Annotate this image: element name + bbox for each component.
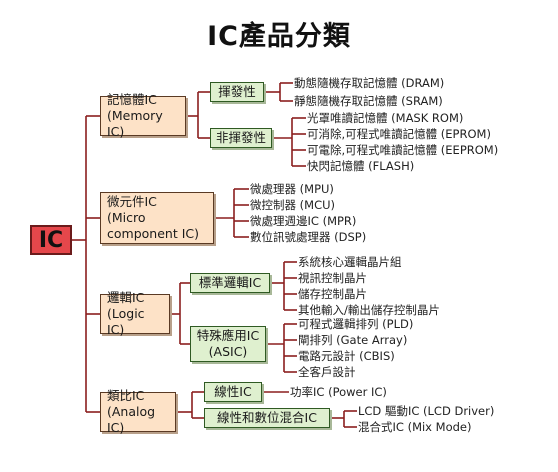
category-analog-ic: 類比IC (Analog IC): [100, 388, 176, 435]
category-logic-ic: 邏輯IC (Logic IC): [100, 290, 170, 337]
root-node-ic: IC: [30, 225, 72, 255]
leaf-mpr: 微處理週邊IC (MPR): [250, 214, 357, 228]
leaf-dsp: 數位訊號處理器 (DSP): [250, 230, 367, 244]
leaf-flash: 快閃記憶體 (FLASH): [307, 159, 415, 173]
sub-mixed-signal-ic: 線性和數位混合IC: [204, 408, 330, 428]
leaf-mcu: 微控制器 (MCU): [250, 198, 335, 212]
leaf-video-controller: 視訊控制晶片: [298, 271, 367, 285]
leaf-power-ic: 功率IC (Power IC): [290, 385, 387, 399]
leaf-mix-mode: 混合式IC (Mix Mode): [358, 420, 472, 434]
leaf-io-storage-controller: 其他輸入/輸出儲存控制晶片: [298, 303, 440, 317]
leaf-chipset: 系統核心邏輯晶片組: [298, 255, 402, 269]
category-micro-component-ic: 微元件IC (Micro component IC): [100, 192, 214, 244]
category-memory-ic: 記憶體IC (Memory IC): [100, 92, 186, 139]
sub-asic: 特殊應用IC (ASIC): [190, 326, 266, 362]
sub-volatile: 揮發性: [210, 82, 264, 102]
leaf-sram: 靜態隨機存取記憶體 (SRAM): [294, 94, 443, 108]
sub-linear-ic: 線性IC: [204, 382, 262, 402]
leaf-mask-rom: 光罩唯讀記憶體 (MASK ROM): [307, 111, 464, 125]
sub-non-volatile: 非揮發性: [210, 128, 272, 148]
leaf-pld: 可程式邏輯排列 (PLD): [298, 317, 414, 331]
leaf-lcd-driver: LCD 驅動IC (LCD Driver): [358, 404, 495, 418]
sub-standard-logic-ic: 標準邏輯IC: [190, 273, 270, 293]
leaf-storage-controller: 儲存控制晶片: [298, 287, 367, 301]
leaf-cbis: 電路元設計 (CBIS): [298, 349, 395, 363]
page-title: IC產品分類: [207, 21, 351, 52]
leaf-dram: 動態隨機存取記憶體 (DRAM): [294, 76, 445, 90]
leaf-gate-array: 閘排列 (Gate Array): [298, 333, 408, 347]
leaf-mpu: 微處理器 (MPU): [250, 182, 334, 196]
leaf-eeprom: 可電除,可程式唯讀記憶體 (EEPROM): [307, 143, 499, 157]
leaf-full-custom: 全客戶設計: [298, 365, 356, 379]
leaf-eprom: 可消除,可程式唯讀記憶體 (EPROM): [307, 127, 491, 141]
